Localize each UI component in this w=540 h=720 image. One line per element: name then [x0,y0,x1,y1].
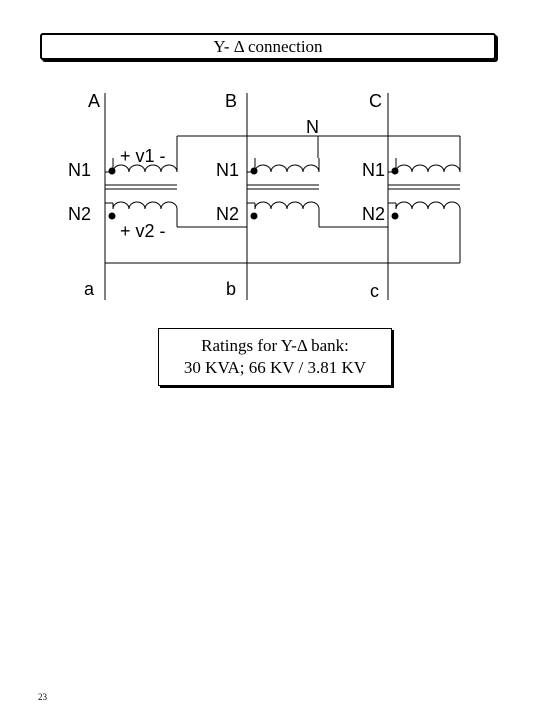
primary-coil-c [395,164,461,173]
label-n2: N2 [216,204,239,224]
polarity-dot [391,212,399,220]
primary-coil-b [254,164,320,173]
polarity-dot [108,212,116,220]
ratings-line-1: Ratings for Y-Δ bank: [201,336,349,355]
core-a [105,184,177,190]
polarity-dot [250,212,258,220]
page-number: 23 [38,692,47,702]
label-c: C [369,91,382,111]
label-n1: N1 [68,160,91,180]
label-n1: N1 [216,160,239,180]
label-b-secondary: b [226,279,236,299]
polarity-dot [250,167,258,175]
label-n2: N2 [362,204,385,224]
secondary-coil-c [395,201,461,210]
label-v2: + v2 - [120,221,166,241]
secondary-coil-a [112,201,178,210]
label-n: N [306,117,319,137]
label-n2: N2 [68,204,91,224]
ratings-box: Ratings for Y-Δ bank: 30 KVA; 66 KV / 3.… [158,328,392,386]
core-c [388,184,460,190]
polarity-dot [391,167,399,175]
label-v1: + v1 - [120,146,166,166]
y-delta-circuit-diagram: A B C N N1 N1 N1 + v1 - N2 N2 N2 + v2 - … [68,91,461,301]
primary-coil-a [112,164,178,173]
label-n1: N1 [362,160,385,180]
slide-title: Y- Δ connection [213,36,323,56]
core-b [247,184,319,190]
title-box: Y- Δ connection [40,33,496,60]
label-a: A [88,91,100,111]
polarity-dot [108,167,116,175]
label-c-secondary: c [370,281,379,301]
ratings-line-2: 30 KVA; 66 KV / 3.81 KV [183,358,367,377]
label-a-secondary: a [84,279,95,299]
secondary-coil-b [254,201,320,210]
label-b: B [225,91,237,111]
